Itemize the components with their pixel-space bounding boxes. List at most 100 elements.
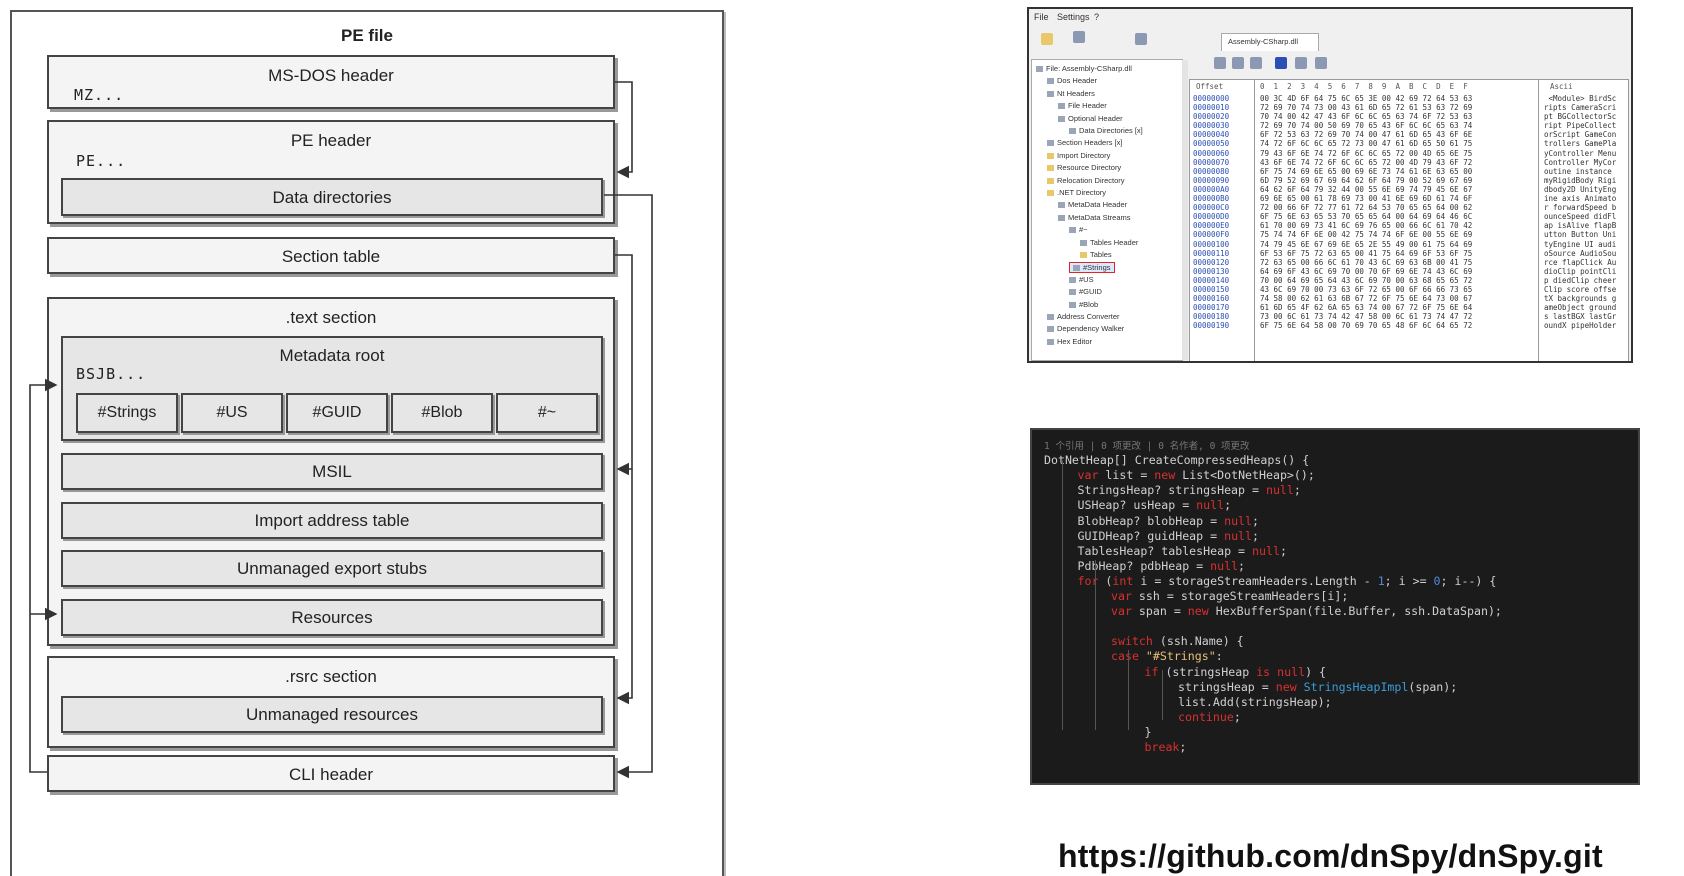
indent-guide (1095, 560, 1096, 730)
save-icon[interactable] (1073, 31, 1085, 43)
code-line: break; (1144, 740, 1187, 754)
code-line: var span = new HexBufferSpan(file.Buffer… (1111, 604, 1502, 619)
resources-box: Resources (61, 599, 603, 636)
tree-item[interactable]: #~ (1069, 225, 1088, 234)
tree-item[interactable]: #Blob (1069, 300, 1098, 309)
import-address-table-box: Import address table (61, 502, 603, 539)
code-line: case "#Strings": (1111, 649, 1223, 664)
tree-item[interactable]: Resource Directory (1047, 163, 1121, 172)
arrow-sectiontable-to-rsrc (616, 469, 633, 705)
arrow-sectiontable-to-text (615, 254, 633, 476)
pe-header-title: PE header (290, 131, 372, 150)
code-line: switch (ssh.Name) { (1111, 634, 1244, 649)
tree-item-selected[interactable]: #Strings (1069, 262, 1115, 274)
code-line: GUIDHeap? guidHeap = null; (1077, 528, 1260, 543)
dnspy-window: File Settings ? File: Assembly-CSharp.dl… (1027, 7, 1633, 363)
code-line: stringsHeap = new StringsHeapImpl(span); (1178, 679, 1458, 694)
stream-guid: #GUID (286, 393, 388, 433)
paste-tool-icon[interactable] (1232, 57, 1244, 69)
pe-file-title: PE file (341, 26, 393, 45)
search-tool-icon[interactable] (1295, 57, 1307, 69)
code-lens: 1 个引用 | 0 项更改 | 0 名作者, 0 项更改 (1044, 441, 1250, 452)
indent-guide (1128, 650, 1129, 730)
tree-item[interactable]: Tables (1080, 250, 1112, 259)
import-address-table-label: Import address table (254, 511, 410, 530)
tree-item[interactable]: .NET Directory (1047, 188, 1106, 197)
tree-item[interactable]: Import Directory (1047, 151, 1110, 160)
code-line: BlobHeap? blobHeap = null; (1077, 513, 1260, 528)
ascii-separator (1538, 80, 1539, 361)
code-line: TablesHeap? tablesHeap = null; (1077, 543, 1287, 558)
github-link[interactable]: https://github.com/dnSpy/dnSpy.git (1058, 838, 1603, 874)
code-line: StringsHeap? stringsHeap = null; (1077, 483, 1301, 498)
code-line: for (int i = storageStreamHeaders.Length… (1077, 573, 1497, 588)
menu-file[interactable]: File (1034, 12, 1049, 22)
open-icon[interactable] (1041, 33, 1053, 45)
indent-guide (1162, 670, 1163, 720)
tree-item[interactable]: File: Assembly-CSharp.dll (1036, 64, 1132, 73)
section-table-label: Section table (281, 247, 381, 266)
tree-item[interactable]: #GUID (1069, 287, 1102, 296)
code-line: PdbHeap? pdbHeap = null; (1077, 558, 1246, 573)
rsrc-section-title: .rsrc section (285, 667, 377, 686)
tree-scrollbar[interactable] (1182, 60, 1188, 360)
tree-item[interactable]: Tables Header (1080, 238, 1138, 247)
unmanaged-resources-label: Unmanaged resources (246, 705, 418, 724)
tree-item[interactable]: Data Directories [x] (1069, 126, 1143, 135)
copy-tool-icon[interactable] (1214, 57, 1226, 69)
pe-header-box: PE header PE... Data directories (47, 120, 615, 224)
tree-item[interactable]: Nt Headers (1047, 89, 1095, 98)
cli-header-label: CLI header (288, 765, 374, 784)
data-directories-label: Data directories (272, 188, 392, 207)
stream-us: #US (181, 393, 283, 433)
arrow-msdos-to-pe (615, 81, 633, 179)
tree-item[interactable]: Dos Header (1047, 76, 1097, 85)
tab-bar: Assembly-CSharp.dll (1199, 29, 1629, 53)
copy-icon[interactable] (1135, 33, 1147, 45)
tree-item[interactable]: File Header (1058, 101, 1107, 110)
resources-label: Resources (291, 608, 373, 627)
section-table-box: Section table (47, 237, 615, 274)
tree-item[interactable]: MetaData Header (1058, 200, 1127, 209)
pe-signature: PE... (76, 152, 127, 170)
tree-item[interactable]: MetaData Streams (1058, 213, 1131, 222)
menu-bar: File Settings ? (1029, 9, 1631, 27)
tree-item[interactable]: Address Converter (1047, 312, 1120, 321)
code-line: } (1144, 724, 1152, 739)
export-stubs-box: Unmanaged export stubs (61, 550, 603, 587)
tree-item[interactable]: Dependency Walker (1047, 324, 1124, 333)
hex-ascii-column: <Module> BirdSc ripts CameraScri pt BGCo… (1544, 94, 1617, 331)
hex-ascii-header: Ascii (1550, 82, 1573, 91)
msdos-signature: MZ... (74, 86, 125, 104)
tree-item[interactable]: Relocation Directory (1047, 176, 1125, 185)
msil-label: MSIL (312, 462, 352, 481)
code-line: if (stringsHeap is null) { (1144, 664, 1327, 679)
code-line: DotNetHeap[] CreateCompressedHeaps() { (1044, 453, 1310, 468)
code-line: USHeap? usHeap = null; (1077, 498, 1232, 513)
tree-item[interactable]: #US (1069, 275, 1094, 284)
code-line: var ssh = storageStreamHeaders[i]; (1111, 589, 1349, 603)
export-stubs-label: Unmanaged export stubs (237, 559, 427, 578)
tree-item[interactable]: Section Headers [x] (1047, 138, 1122, 147)
menu-help[interactable]: ? (1094, 12, 1100, 22)
tree-item[interactable]: Hex Editor (1047, 337, 1092, 346)
code-line: list.Add(stringsHeap); (1178, 694, 1332, 709)
hex-columns-header: 0 1 2 3 4 5 6 7 8 9 A B C D E F (1260, 82, 1468, 91)
tree-item[interactable]: Optional Header (1058, 114, 1123, 123)
metadata-root-title: Metadata root (279, 346, 385, 365)
goto-tool-icon[interactable] (1275, 57, 1287, 69)
tab-assembly[interactable]: Assembly-CSharp.dll (1221, 33, 1319, 51)
msil-box: MSIL (61, 453, 603, 490)
pe-file-diagram: PE file MS-DOS header MZ... PE header PE… (10, 10, 724, 876)
data-directories-box: Data directories (61, 178, 603, 216)
tools-icon[interactable] (1315, 57, 1327, 69)
menu-settings[interactable]: Settings (1057, 12, 1090, 22)
export-tool-icon[interactable] (1250, 57, 1262, 69)
text-section-title: .text section (285, 308, 377, 327)
metadata-signature: BSJB... (76, 365, 147, 383)
hex-offset-column: 00000000 00000010 00000020 00000030 0000… (1193, 94, 1230, 331)
hex-view[interactable]: Offset 0 1 2 3 4 5 6 7 8 9 A B C D E F A… (1189, 79, 1629, 361)
stream-strings: #Strings (76, 393, 178, 433)
